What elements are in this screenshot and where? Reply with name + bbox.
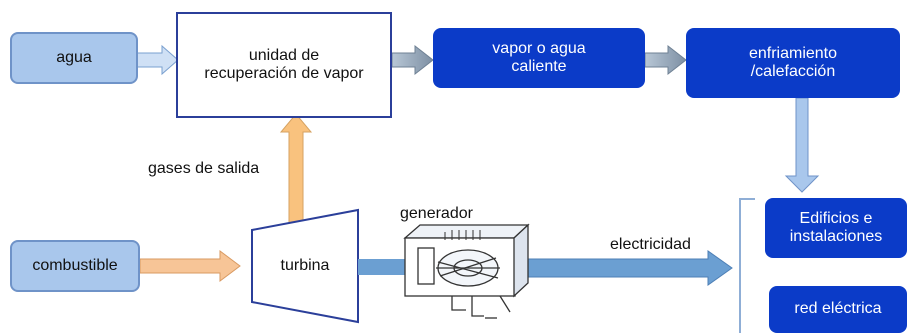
cooling-heating-box: enfriamiento /calefacción xyxy=(686,28,900,98)
arrow-vapor-to-cooling xyxy=(644,44,687,76)
arrow-agua-to-recovery xyxy=(136,44,179,76)
fuel-box: combustible xyxy=(10,240,140,292)
arrow-exhaust-up xyxy=(279,113,313,226)
turbine-shape xyxy=(251,208,359,324)
recovery-unit-box: unidad de recuperación de vapor xyxy=(176,12,392,118)
steam-hotwater-box: vapor o agua caliente xyxy=(433,28,645,88)
generator-illustration xyxy=(403,223,530,319)
turbine-label: turbina xyxy=(280,256,330,274)
shaft xyxy=(358,259,410,275)
arrow-fuel-to-turbine xyxy=(139,250,241,282)
arrow-recovery-to-vapor xyxy=(391,44,434,76)
arrow-cooling-down xyxy=(784,97,820,193)
arrow-electricity xyxy=(514,250,733,286)
electricity-label: electricidad xyxy=(610,236,691,253)
buildings-box: Edificios e instalaciones xyxy=(765,198,907,258)
agua-box: agua xyxy=(10,32,138,84)
generator-label: generador xyxy=(400,205,473,222)
output-bracket xyxy=(739,198,755,333)
power-grid-box: red eléctrica xyxy=(769,286,907,333)
exhaust-gases-label: gases de salida xyxy=(148,160,260,177)
